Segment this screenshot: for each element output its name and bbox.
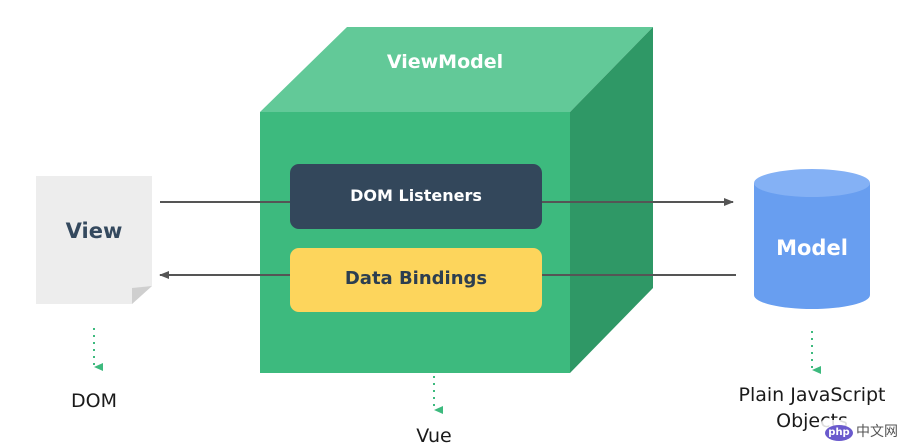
view-document xyxy=(36,176,152,304)
data-bindings-box xyxy=(290,248,542,312)
model-cylinder-top xyxy=(754,169,870,197)
viewmodel-cube-front xyxy=(260,112,570,373)
viewmodel-cube-top xyxy=(260,27,653,112)
watermark-text: 中文网 xyxy=(856,424,898,440)
data-bindings-label: Data Bindings xyxy=(344,268,488,289)
view-label: View xyxy=(65,219,123,243)
model-label: Model xyxy=(776,236,848,260)
viewmodel-title: ViewModel xyxy=(386,51,504,73)
model-cylinder xyxy=(754,183,870,309)
vue-caption: Vue xyxy=(416,425,452,447)
watermark-logo: php xyxy=(825,425,853,441)
dom-listeners-label: DOM Listeners xyxy=(350,186,482,205)
viewmodel-cube-side xyxy=(570,27,653,373)
dom-caption: DOM xyxy=(71,390,117,412)
view-document-fold xyxy=(132,286,152,304)
plain-js-caption-line1: Plain JavaScript xyxy=(738,384,886,406)
dom-listeners-box xyxy=(290,164,542,229)
